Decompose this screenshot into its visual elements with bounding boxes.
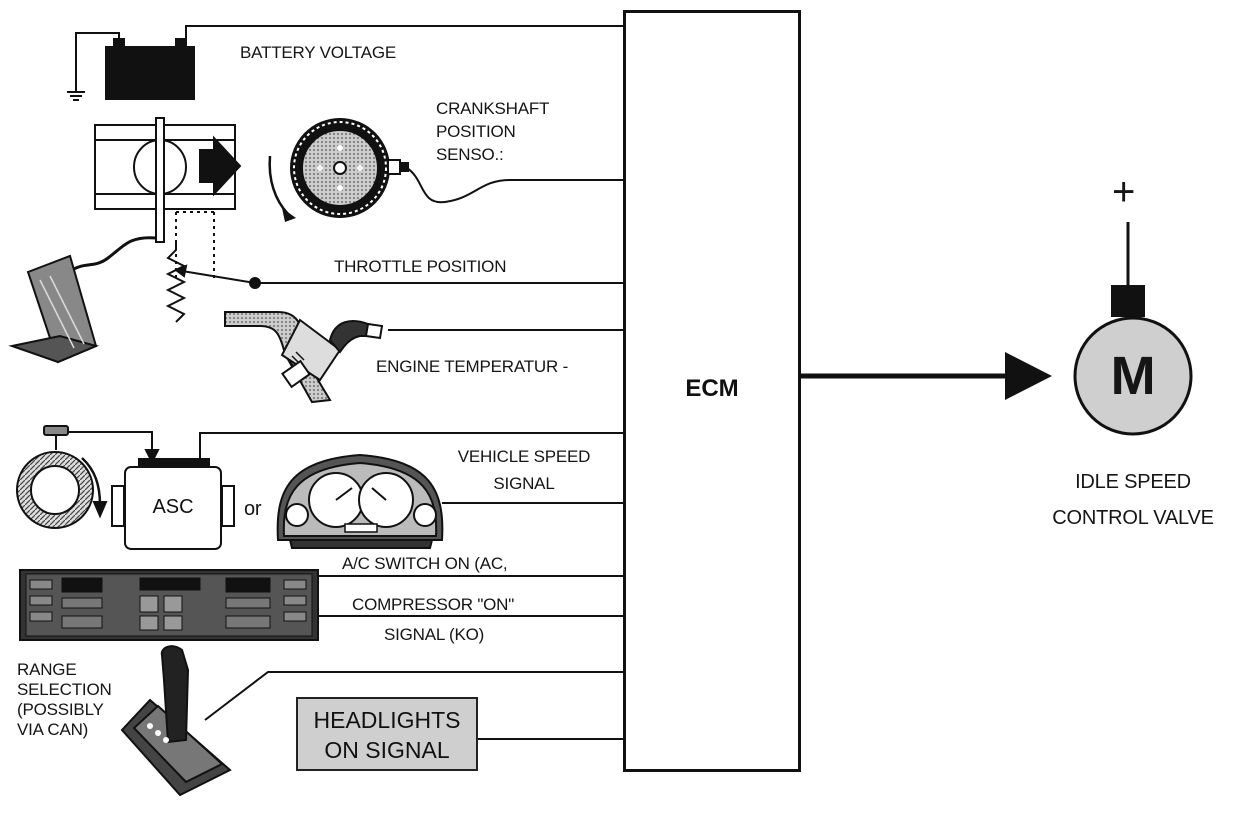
battery-icon — [67, 32, 195, 101]
crankshaft-label-line3: SENSO.: — [436, 145, 504, 164]
motor-letter: M — [1110, 346, 1156, 406]
battery-line — [185, 25, 623, 40]
crankshaft-label-line2: POSITION — [436, 122, 516, 141]
range-selection-label-line3: (POSSIBLY — [17, 700, 104, 719]
instrument-cluster-icon — [276, 453, 444, 549]
ac-switch-label: A/C SWITCH ON (AC, — [342, 554, 508, 573]
signal-lines — [185, 25, 623, 740]
vehicle-speed-label-line1: VEHICLE SPEED — [457, 447, 591, 466]
range-selection-label-line1: RANGE — [17, 660, 77, 679]
compressor-label-line1: COMPRESSOR "ON" — [352, 595, 515, 614]
output-arrow — [801, 352, 1052, 400]
throttle-body-icon — [94, 117, 242, 282]
throttle-potentiometer-icon — [165, 240, 261, 323]
asc-line — [199, 432, 623, 460]
vehicle-speed-label-line2: SIGNAL — [493, 474, 555, 493]
ecm-label: ECM — [685, 375, 739, 402]
engine-temperature-label: ENGINE TEMPERATUR - — [376, 357, 569, 376]
wheel-speed-sensor-icon — [16, 425, 160, 529]
headlights-label-line1: HEADLIGHTS — [313, 707, 461, 733]
range-selection-label-line2: SELECTION — [17, 680, 112, 699]
headlights-label-line2: ON SIGNAL — [324, 737, 450, 763]
accelerator-pedal-icon — [8, 236, 157, 364]
compressor-label-line2: SIGNAL (KO) — [384, 625, 485, 644]
asc-module: ASC — [124, 466, 222, 550]
crankshaft-sensor-icon — [268, 118, 409, 222]
ecm-box: ECM — [623, 10, 801, 772]
gear-shifter-icon — [120, 645, 232, 797]
or-label: or — [244, 498, 262, 520]
engine-temp-sensor-icon — [224, 311, 384, 404]
crankshaft-label-line1: CRANKSHAFT — [436, 99, 550, 118]
idle-speed-label-line2: CONTROL VALVE — [1052, 507, 1214, 529]
idle-speed-motor-icon — [1073, 222, 1193, 436]
asc-label: ASC — [152, 496, 194, 518]
battery-voltage-label: BATTERY VOLTAGE — [240, 43, 397, 62]
idle-speed-label-line1: IDLE SPEED — [1075, 471, 1191, 493]
headlights-signal-box: HEADLIGHTS ON SIGNAL — [296, 697, 478, 771]
plus-sign: + — [1112, 170, 1136, 214]
throttle-position-label: THROTTLE POSITION — [334, 257, 507, 276]
range-selection-label-line4: VIA CAN) — [17, 720, 89, 739]
crankshaft-line — [406, 167, 623, 204]
range-line — [204, 671, 623, 721]
climate-control-panel-icon — [19, 569, 319, 641]
